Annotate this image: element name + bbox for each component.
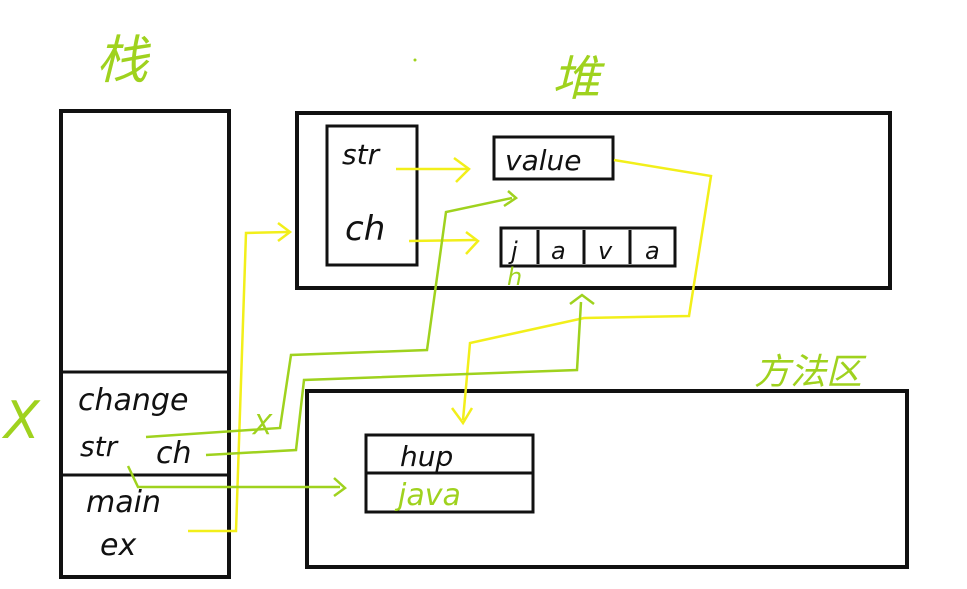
ink-dot: [413, 58, 417, 62]
arrow-str-to-value-head: [453, 156, 471, 183]
change-var-ch: ch: [156, 436, 192, 471]
arrow-change-ch-to-array-head: [569, 293, 595, 305]
method-area-box: [305, 389, 909, 569]
arrow-change-str-to-pool: [126, 465, 340, 489]
example-object-box: [325, 124, 419, 267]
heap-title: 堆: [552, 51, 605, 107]
string-value-text: value: [505, 144, 581, 177]
arrow-value-to-pool: [461, 158, 713, 421]
main-var-ex: ex: [100, 528, 136, 563]
char-array-cell-2: v: [598, 237, 613, 265]
char-array-cell-0: j: [508, 237, 518, 265]
string-value-box: [492, 135, 615, 181]
object-field-str: str: [342, 138, 381, 171]
heap-box: [295, 111, 892, 290]
arrow-change-str-to-value-head: [503, 190, 519, 208]
cross-mark-small: X: [251, 408, 273, 441]
cross-mark-left: X: [1, 391, 41, 451]
arrow-ex-to-object-head: [277, 222, 293, 242]
char-array-cell-3: a: [645, 237, 660, 265]
constant-pool-cell-0: hup: [400, 440, 453, 473]
char-array-cell-1: a: [551, 237, 566, 265]
arrow-change-str-to-value: [145, 196, 513, 439]
change-frame-name: change: [78, 383, 188, 418]
method-area-title: 方法区: [754, 352, 867, 393]
arrow-change-ch-to-array: [205, 301, 583, 457]
arrow-ch-to-array-head: [465, 231, 480, 255]
constant-pool-cell-1: java: [394, 478, 461, 513]
stack-title: 栈: [96, 31, 151, 91]
change-var-str: str: [80, 430, 119, 463]
arrow-value-to-pool-head: [450, 407, 474, 426]
arrow-change-str-to-pool-head: [333, 477, 347, 498]
char-array-changed-value: h: [507, 263, 522, 291]
stack-box: [59, 109, 231, 579]
object-field-ch: ch: [345, 209, 385, 249]
main-frame-name: main: [86, 485, 161, 520]
char-array-box: [499, 226, 677, 268]
arrow-ex-to-object: [188, 230, 289, 533]
